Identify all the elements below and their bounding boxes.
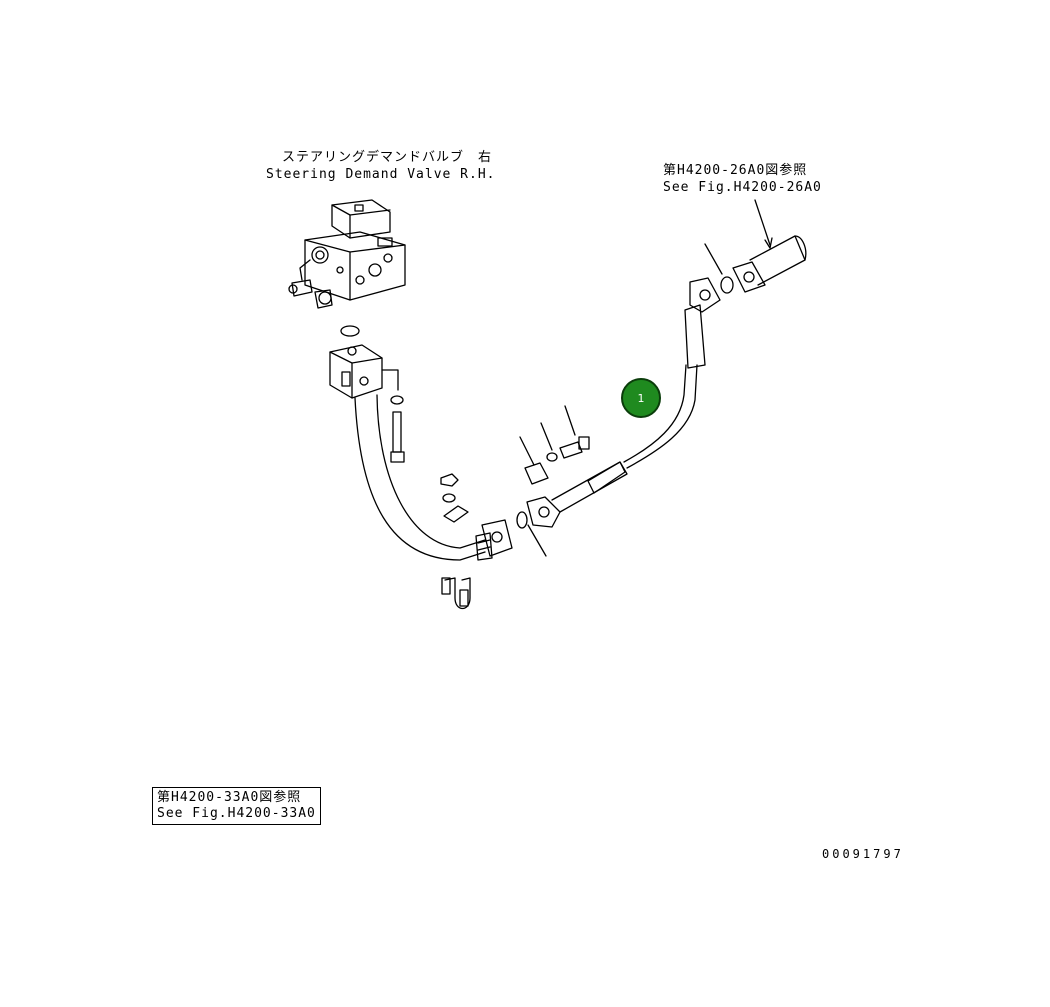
steering-demand-valve (288, 199, 406, 337)
drawing-number: 00091797 (822, 847, 904, 861)
leader-lines (519, 243, 723, 557)
ref-bottom-left-english: See Fig.H4200-33A0 (157, 806, 316, 821)
block-fitting (329, 344, 405, 463)
ref-bottom-left-japanese: 第H4200-33A0図参照 (157, 790, 302, 805)
lower-hose (354, 394, 513, 561)
ref-bottom-left-box: 第H4200-33A0図参照 See Fig.H4200-33A0 (152, 787, 321, 825)
valve-label-japanese: ステアリングデマンドバルブ 右 (282, 150, 493, 165)
main-hose (516, 199, 807, 529)
callout-1-icon[interactable]: 1 (621, 378, 661, 418)
ref-top-right-japanese: 第H4200-26A0図参照 (663, 163, 808, 178)
ref-top-right-english: See Fig.H4200-26A0 (663, 180, 822, 195)
lower-hardware (440, 473, 471, 610)
valve-label-english: Steering Demand Valve R.H. (266, 167, 496, 182)
